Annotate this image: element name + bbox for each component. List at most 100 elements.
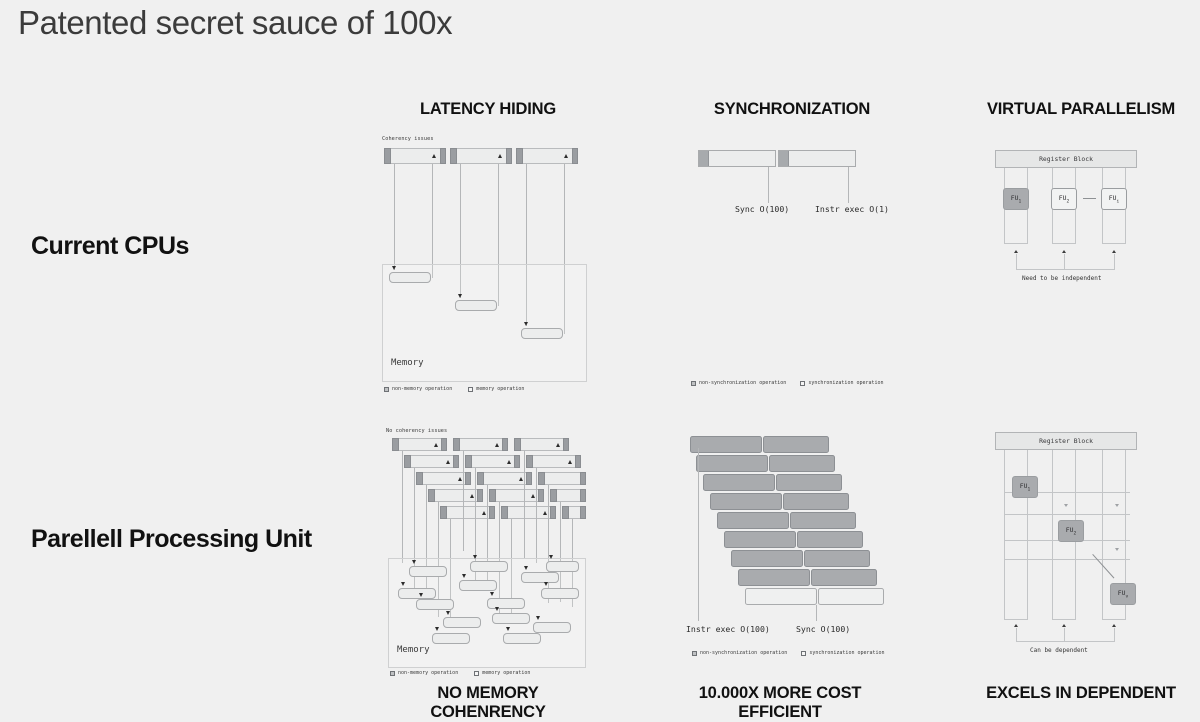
arrow-up-icon (564, 154, 568, 158)
connector-line (394, 164, 395, 270)
arrow-down-icon (435, 627, 439, 631)
bar-cap-left (501, 506, 508, 519)
arrow-up-icon (482, 511, 486, 515)
arrow-down-icon (490, 592, 494, 596)
arrow-up-icon (568, 460, 572, 464)
panel-latency-hiding-cpu: Coherency issues Memory (382, 136, 594, 392)
bar-cap-right (453, 455, 459, 468)
bar-cap-left (538, 472, 545, 485)
ellipsis-dash-icon (1083, 198, 1096, 200)
memory-box: Memory (382, 264, 587, 382)
sync-bar (698, 150, 776, 167)
connector-line (511, 519, 512, 614)
legend-label: memory operation (482, 670, 531, 676)
arrow-up-icon (470, 494, 474, 498)
bracket-line (1016, 254, 1017, 270)
memory-operation-block (470, 561, 508, 572)
panel-synchronization-cpu: Sync O(100) Instr exec O(1) non-synchron… (690, 140, 896, 390)
rail-line (1102, 243, 1126, 244)
bracket-line (1016, 628, 1017, 642)
panel-synchronization-ppu: Instr exec O(100) Sync O(100) non-synchr… (684, 432, 896, 664)
bar-cap-right (563, 438, 569, 451)
arrow-down-icon (1064, 504, 1068, 507)
arrow-down-icon (446, 611, 450, 615)
row-label-current-cpus: Current CPUs (31, 232, 189, 260)
bar-cap-left (440, 506, 447, 519)
bracket-line (1114, 254, 1115, 270)
instruction-bar (404, 455, 459, 468)
connector-line (438, 502, 439, 617)
arrow-down-icon (544, 582, 548, 586)
page-title: Patented secret sauce of 100x (18, 4, 453, 41)
connector-line (526, 164, 527, 326)
footer-label-excels-in-dependent: EXCELS IN DEPENDENT (986, 684, 1176, 702)
arrow-up-icon (495, 443, 499, 447)
bar-cap-right (575, 455, 581, 468)
bar-cap-left (404, 455, 411, 468)
arrow-down-icon (401, 582, 405, 586)
arrow-down-icon (458, 294, 462, 298)
bar-cap-left (489, 489, 496, 502)
memory-operation-block (455, 300, 497, 311)
column-header-latency-hiding: LATENCY HIDING (420, 100, 556, 118)
bar-cap-left (428, 489, 435, 502)
arrow-down-icon (462, 574, 466, 578)
sync-staircase-bar (769, 455, 835, 472)
callout-sync-label: Sync O(100) (796, 624, 851, 634)
memory-label: Memory (391, 358, 424, 368)
legend-item: non-synchronization operation (691, 380, 786, 386)
legend-label: non-memory operation (392, 386, 453, 392)
legend-label: non-synchronization operation (699, 380, 787, 386)
sync-operation-bar (745, 588, 817, 605)
arrow-up-icon (531, 494, 535, 498)
memory-operation-block (503, 633, 541, 644)
bar-cap-left (384, 148, 391, 164)
legend-swatch-outline-icon (801, 650, 807, 656)
bar-cap-right (550, 506, 556, 519)
arrow-down-icon (524, 322, 528, 326)
vp-caption: Need to be independent (1022, 275, 1102, 282)
memory-label: Memory (397, 645, 430, 655)
connector-line (475, 468, 476, 586)
bar-cap-left (465, 455, 472, 468)
bar-cap-right (580, 506, 586, 519)
arrow-up-icon (434, 443, 438, 447)
row-label-parallel-processing-unit: Parellell Processing Unit (31, 525, 312, 553)
rail-line (1125, 450, 1126, 620)
instruction-bar (450, 148, 512, 164)
connector-line (498, 164, 499, 306)
legend-swatch-filled-icon (691, 380, 696, 386)
footer-label-no-memory-coherency: NO MEMORY COHENRENCY (430, 684, 546, 721)
functional-unit-v: FUv (1110, 583, 1136, 605)
connector-line (564, 164, 565, 334)
instruction-bar (477, 472, 532, 485)
bar-cap-left (562, 506, 569, 519)
memory-operation-block (409, 566, 447, 577)
legend-label: non-memory operation (398, 670, 459, 676)
bar-cap-left (477, 472, 484, 485)
vp-caption: Can be dependent (1030, 647, 1088, 654)
register-block-label: Register Block (1039, 437, 1093, 445)
callout-line (848, 167, 849, 203)
arrow-down-icon (549, 555, 553, 559)
instruction-bar (428, 489, 483, 502)
bar-body (522, 148, 578, 164)
arrow-up-icon (543, 511, 547, 515)
rail-line (1102, 619, 1126, 620)
rail-line (1102, 450, 1103, 620)
sync-staircase-bar (797, 531, 863, 548)
callout-line (698, 448, 699, 621)
legend-item: memory operation (468, 386, 524, 392)
bar-body (456, 148, 512, 164)
sync-staircase-bar (696, 455, 768, 472)
memory-operation-block (533, 622, 571, 633)
functional-unit-1: FU1 (1003, 188, 1029, 210)
instruction-bar (562, 506, 586, 519)
sync-staircase-bar (717, 512, 789, 529)
column-header-virtual-parallelism: VIRTUAL PARALLELISM (986, 100, 1176, 118)
bar-cap-right (572, 148, 578, 164)
sync-bar (778, 150, 856, 167)
functional-unit-2: FU2 (1051, 188, 1077, 210)
legend-swatch-outline-icon (800, 380, 806, 386)
instruction-bar (453, 438, 508, 451)
